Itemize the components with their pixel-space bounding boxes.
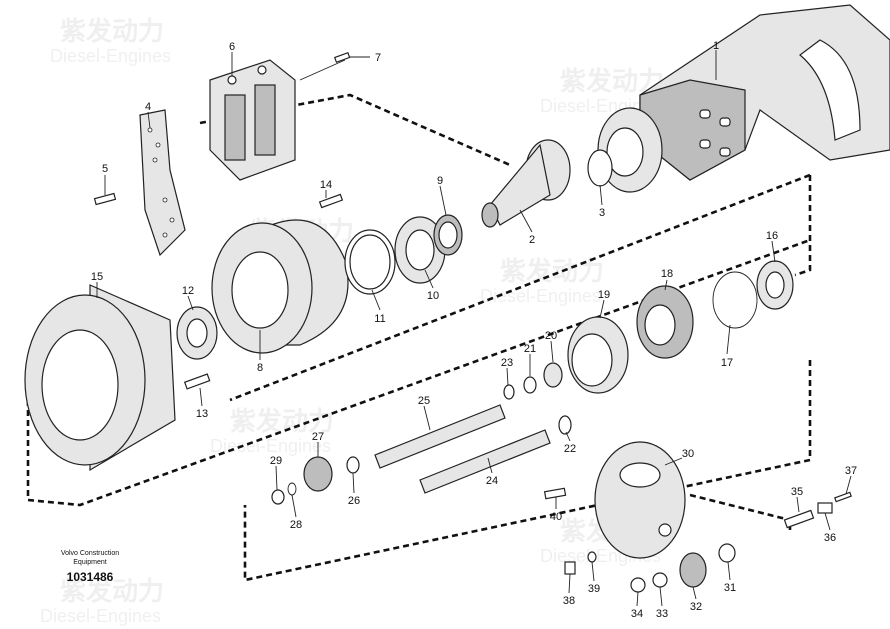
- planet-carrier: [594, 441, 686, 559]
- callout-36: 36: [824, 532, 836, 544]
- svg-text:Diesel-Engines: Diesel-Engines: [40, 606, 161, 626]
- callout-33: 33: [656, 608, 668, 620]
- callout-27: 27: [312, 431, 324, 443]
- callout-6: 6: [229, 41, 235, 53]
- mounting-plate: [139, 109, 186, 257]
- callout-20: 20: [545, 330, 557, 342]
- callout-22: 22: [564, 443, 576, 455]
- seal-ring: [587, 149, 613, 187]
- callout-23: 23: [501, 357, 513, 369]
- svg-text:Diesel-Engines: Diesel-Engines: [210, 436, 331, 456]
- drive-shaft: [374, 404, 506, 469]
- callout-16: 16: [766, 230, 778, 242]
- callout-11: 11: [374, 313, 385, 325]
- callout-25: 25: [418, 395, 430, 407]
- callout-1: 1: [713, 40, 719, 52]
- callout-38: 38: [563, 595, 575, 607]
- svg-text:Diesel-Engines: Diesel-Engines: [50, 46, 171, 66]
- callout-26: 26: [348, 495, 360, 507]
- svg-text:紫发动力: 紫发动力: [60, 576, 164, 606]
- drive-shaft: [419, 429, 551, 494]
- brake-disc-hub: [211, 219, 349, 354]
- brand-caption: Volvo Construction Equipment: [40, 549, 140, 567]
- callout-40: 40: [550, 511, 562, 523]
- callout-10: 10: [427, 290, 439, 302]
- callout-35: 35: [791, 486, 803, 498]
- callout-2: 2: [529, 234, 535, 246]
- spindle: [481, 139, 571, 228]
- callout-24: 24: [486, 475, 498, 487]
- callout-9: 9: [437, 175, 443, 187]
- callout-17: 17: [721, 357, 733, 369]
- callout-8: 8: [257, 362, 263, 374]
- brand-line-1: Volvo Construction: [60, 550, 120, 557]
- callout-3: 3: [599, 207, 605, 219]
- brand-line-2: Equipment: [73, 559, 107, 566]
- callout-12: 12: [182, 285, 194, 297]
- callout-labels: 1 2 3 4 5 6 7 8 9 10 11 12 13 14 15 16 1…: [91, 40, 857, 620]
- document-number: 1031486: [66, 570, 114, 584]
- svg-text:紫发动力: 紫发动力: [230, 406, 334, 436]
- callout-4: 4: [145, 101, 151, 113]
- svg-text:紫发动力: 紫发动力: [60, 16, 164, 46]
- axle-housing: [597, 4, 890, 193]
- callout-37: 37: [845, 465, 857, 477]
- callout-29: 29: [270, 455, 282, 467]
- svg-text:紫发动力: 紫发动力: [500, 256, 604, 286]
- callout-32: 32: [690, 601, 702, 613]
- callout-21: 21: [524, 343, 536, 355]
- callout-19: 19: [598, 289, 610, 301]
- callout-15: 15: [91, 271, 103, 283]
- callout-18: 18: [661, 268, 673, 280]
- callout-14: 14: [320, 179, 332, 191]
- callout-34: 34: [631, 608, 643, 620]
- leader-lines: [96, 50, 852, 607]
- callout-13: 13: [196, 408, 208, 420]
- callout-28: 28: [290, 519, 302, 531]
- brake-caliper: [209, 59, 296, 181]
- callout-7: 7: [375, 52, 381, 64]
- wheel-hub: [24, 284, 176, 472]
- callout-30: 30: [682, 448, 694, 460]
- callout-39: 39: [588, 583, 600, 595]
- callout-5: 5: [102, 163, 108, 175]
- bolt: [93, 192, 117, 206]
- callout-31: 31: [724, 582, 736, 594]
